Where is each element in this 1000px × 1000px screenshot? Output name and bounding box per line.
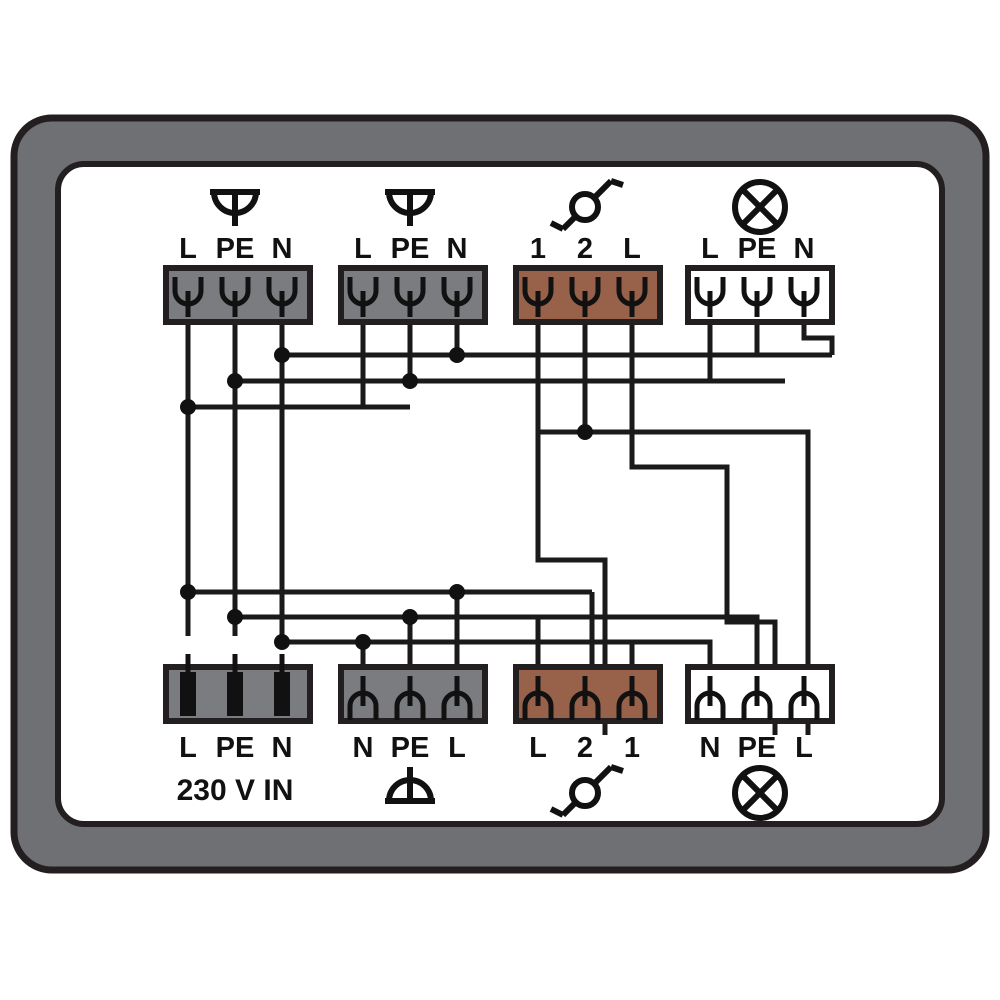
wiring-layer (185, 322, 835, 735)
connector-top-switch[interactable]: 1 2 L (513, 181, 663, 325)
connector-bottom-lamp[interactable]: N PE L (685, 664, 835, 818)
terminal-label: 1 (530, 233, 546, 265)
terminal-label: L (795, 732, 813, 764)
terminal-label: N (447, 233, 468, 265)
enclosure-frame (10, 114, 990, 874)
terminal-label: L (179, 233, 197, 265)
connector-bottom-socket[interactable]: N PE L (338, 664, 488, 801)
connector-top-socket-left[interactable]: L PE N (163, 192, 313, 325)
connector-top-socket-mid[interactable]: L PE N (338, 192, 488, 325)
terminal-label: 2 (577, 732, 593, 764)
terminal-label: N (353, 732, 374, 764)
terminal-label: PE (216, 233, 255, 265)
terminal-label: PE (391, 732, 430, 764)
connector-top-lamp[interactable]: L PE N (685, 182, 835, 325)
terminal-label: L (701, 233, 719, 265)
terminal-label: N (272, 732, 293, 764)
terminal-label: PE (216, 732, 255, 764)
terminal-label: PE (391, 233, 430, 265)
terminal-label: L (448, 732, 466, 764)
terminal-label: PE (738, 732, 777, 764)
connector-bottom-mains-in[interactable]: L PE N 230 V IN (163, 654, 313, 807)
terminal-label: N (794, 233, 815, 265)
terminal-label: 1 (624, 732, 640, 764)
terminal-label: L (623, 233, 641, 265)
mains-caption: 230 V IN (177, 774, 294, 807)
terminal-label: L (354, 233, 372, 265)
terminal-label: PE (738, 233, 777, 265)
terminal-label: 2 (577, 233, 593, 265)
connector-bottom-switch[interactable]: L 2 1 (513, 664, 663, 815)
enclosure-inner-face (55, 161, 945, 827)
terminal-label: N (272, 233, 293, 265)
terminal-label: N (700, 732, 721, 764)
junction-dots (180, 347, 593, 650)
terminal-label: L (179, 732, 197, 764)
terminal-label: L (529, 732, 547, 764)
